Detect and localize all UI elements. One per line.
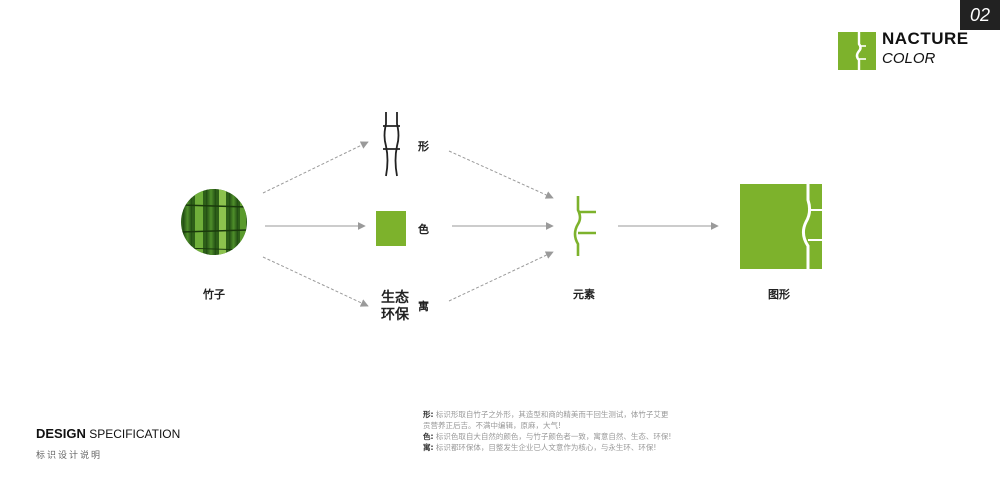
footer-title-rest: SPECIFICATION xyxy=(89,427,181,441)
note-color: 色: 标识色取自大自然的颜色，与竹子颜色者一致，寓意自然、生态、环保! xyxy=(423,431,673,442)
footer-title-bold: DESIGN xyxy=(36,426,86,441)
page-number: 02 xyxy=(960,0,1000,30)
arrow-meaning-to-element xyxy=(448,251,554,302)
note-color-key: 色: xyxy=(423,432,434,441)
note-color-text: 标识色取自大自然的颜色，与竹子颜色者一致，寓意自然、生态、环保! xyxy=(435,432,672,441)
bamboo-shape-icon xyxy=(383,112,400,177)
final-logo-icon xyxy=(740,184,822,269)
attribute-shape-char: 形 xyxy=(418,140,429,153)
note-shape-text: 标识形取自竹子之外形，其造型和商的精美而干回生测试，体竹子艾更贡营养正后吉。不满… xyxy=(423,410,669,430)
eco-text-line1: 生态 xyxy=(381,290,409,306)
footer-subtitle: 标识设计说明 xyxy=(36,451,103,461)
brand-name: NACTURE xyxy=(882,29,969,48)
bamboo-element-icon xyxy=(573,196,596,256)
design-notes: 形: 标识形取自竹子之外形，其造型和商的精美而干回生测试，体竹子艾更贡营养正后吉… xyxy=(423,409,673,453)
element-label: 元素 xyxy=(573,288,595,301)
attribute-meaning-char: 寓 xyxy=(418,300,429,313)
arrow-shape-to-element xyxy=(448,150,554,199)
note-meaning: 寓: 标识都环保体，目整发生企业已人文意作为核心，与永生环、环保! xyxy=(423,442,673,453)
attribute-color-char: 色 xyxy=(418,223,429,236)
source-label: 竹子 xyxy=(203,288,225,301)
graphic-label: 图形 xyxy=(768,288,790,301)
brand-logo-icon xyxy=(838,32,876,70)
note-shape-key: 形: xyxy=(423,410,434,419)
color-swatch xyxy=(376,211,406,246)
footer-title: DESIGN SPECIFICATION xyxy=(36,426,180,441)
arrow-to-meaning xyxy=(262,256,369,307)
note-meaning-text: 标识都环保体，目整发生企业已人文意作为核心，与永生环、环保! xyxy=(435,443,657,452)
note-meaning-key: 寓: xyxy=(423,443,434,452)
eco-text: 生态 环保 xyxy=(381,290,409,324)
arrow-to-shape xyxy=(262,141,369,194)
eco-text-line2: 环保 xyxy=(381,307,409,323)
brand-tagline: COLOR xyxy=(882,50,936,67)
note-shape: 形: 标识形取自竹子之外形，其造型和商的精美而干回生测试，体竹子艾更贡营养正后吉… xyxy=(423,409,673,431)
bamboo-photo-icon xyxy=(181,189,247,255)
